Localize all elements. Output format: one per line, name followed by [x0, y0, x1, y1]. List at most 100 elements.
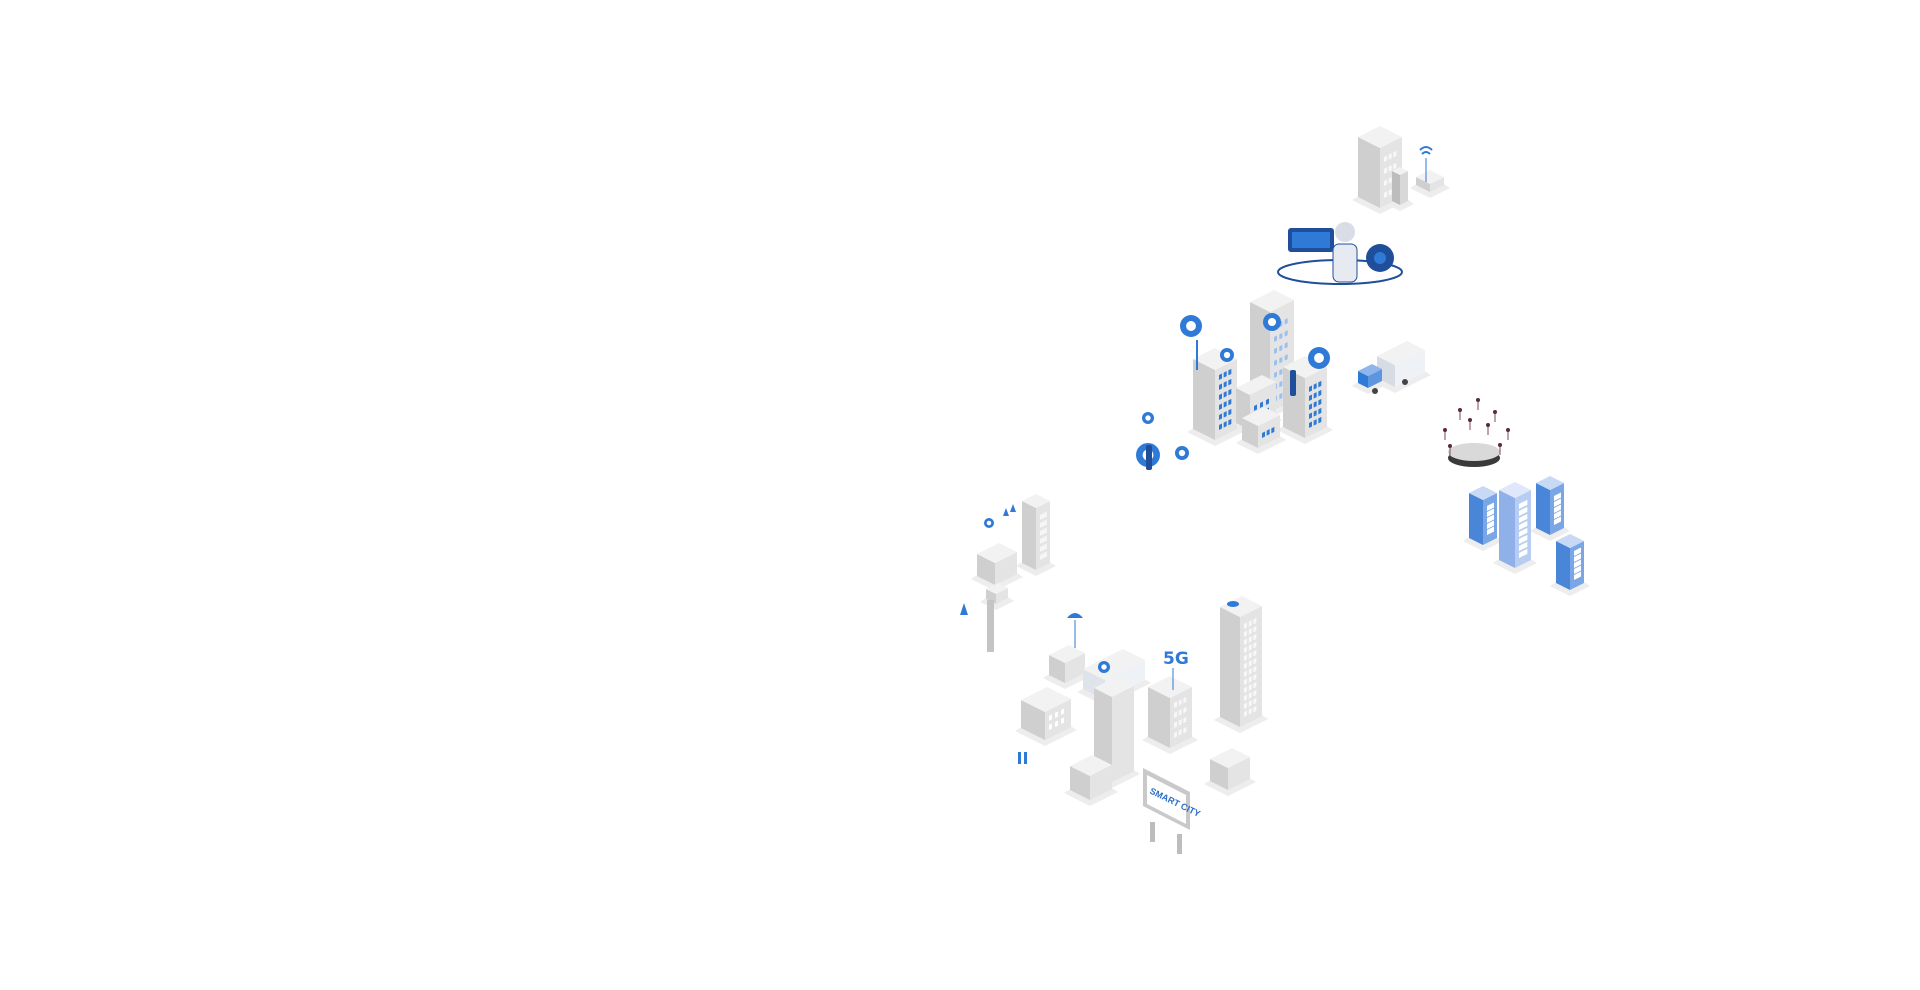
data-tower-window — [1524, 513, 1528, 521]
office-tower-window — [1284, 318, 1288, 325]
skyscraper-window — [1244, 638, 1247, 645]
server-rack — [1536, 476, 1564, 535]
skyscraper-window — [1253, 625, 1257, 633]
central-tower-right-face — [1215, 359, 1237, 440]
delivery-truck-roof — [1377, 341, 1425, 365]
glass-building-window — [1318, 398, 1322, 406]
office-block-window — [1260, 401, 1263, 408]
sensor-node-head — [1468, 418, 1472, 422]
arch-tower-roof — [1094, 677, 1134, 697]
skyscraper-window — [1248, 620, 1252, 627]
left-tower-window — [1044, 511, 1047, 518]
data-tower-window — [1524, 499, 1528, 507]
low-building-window — [1271, 426, 1275, 434]
left-tower-window — [1044, 527, 1047, 534]
rooftop-station — [1416, 170, 1444, 192]
glass-building-window — [1309, 421, 1312, 428]
office-tower-window — [1284, 354, 1288, 361]
robot-body — [1332, 243, 1358, 283]
office-block-window — [1254, 404, 1257, 411]
skyscraper-window — [1248, 668, 1252, 675]
server-rack-roof — [1536, 476, 1564, 490]
left-hub-building — [977, 543, 1017, 585]
left-tower-window — [1044, 543, 1047, 550]
library-building-window — [1049, 723, 1052, 730]
water-tank — [1392, 167, 1408, 205]
low-building-roof — [1242, 407, 1280, 426]
glass-building-window — [1313, 401, 1317, 408]
skyscraper-window — [1248, 644, 1252, 651]
sensor-node-head — [1448, 444, 1452, 448]
5g-label: 5G — [1163, 649, 1189, 669]
library-building — [1021, 687, 1071, 740]
skyscraper-window — [1248, 660, 1252, 667]
server-rack-window — [1578, 553, 1581, 560]
skyscraper-window — [1244, 622, 1247, 629]
data-tower-window — [1519, 509, 1522, 516]
apartment-building-window — [1388, 165, 1392, 172]
corner-house-right-face — [1090, 765, 1112, 800]
low-building-window — [1266, 429, 1270, 436]
sensor-node-head — [1458, 408, 1462, 412]
person-icon — [1018, 752, 1021, 764]
skyscraper-window — [1244, 694, 1247, 701]
data-tower-window — [1519, 544, 1522, 551]
skyscraper-window — [1248, 700, 1252, 707]
water-tank-right-face — [1400, 171, 1408, 205]
skyscraper-window — [1244, 654, 1247, 661]
apartment-building-window — [1384, 179, 1387, 186]
rooftop-station-right-face — [1430, 177, 1444, 192]
data-tower-window — [1521, 501, 1525, 508]
skyscraper-window — [1253, 673, 1257, 681]
robot-head — [1335, 222, 1355, 242]
office-tower-roof — [1250, 290, 1294, 312]
skyscraper-window — [1244, 630, 1247, 637]
library-building-window — [1061, 708, 1064, 715]
left-tower-window — [1044, 551, 1047, 558]
skyscraper-window — [1253, 657, 1257, 665]
5g-office-window — [1178, 699, 1182, 706]
library-building-window — [1055, 720, 1058, 727]
corner-house — [1070, 755, 1112, 800]
central-tower-window — [1228, 388, 1232, 396]
rooftop-station-roof — [1416, 170, 1444, 184]
central-tower-window — [1223, 421, 1227, 428]
apartment-building-window — [1384, 167, 1387, 174]
server-rack-left-face — [1469, 493, 1483, 545]
sensor-node-head — [1498, 443, 1502, 447]
data-tower-window — [1521, 543, 1525, 550]
arch-tower-right-face — [1112, 686, 1134, 782]
delivery-truck-right-face — [1395, 350, 1425, 387]
central-tower-window — [1219, 383, 1222, 390]
data-tower-window — [1524, 548, 1528, 556]
sensor-node-head — [1476, 398, 1480, 402]
left-tower — [1022, 494, 1050, 570]
central-tower-window — [1219, 413, 1222, 420]
office-tower-window — [1279, 344, 1283, 352]
server-rack-window — [1578, 565, 1581, 572]
central-tower-window — [1219, 393, 1222, 400]
server-rack-window — [1578, 571, 1581, 578]
data-tower-window — [1521, 522, 1525, 529]
rooftop-station-left-face — [1416, 177, 1430, 192]
skyscraper-window — [1253, 665, 1257, 673]
small-house-left-face — [1049, 655, 1065, 683]
water-tank-roof — [1392, 167, 1408, 175]
mail-pin-icon-center — [1267, 317, 1277, 327]
data-tower-window — [1524, 541, 1528, 549]
apartment-building-window — [1384, 191, 1387, 198]
skyscraper-window — [1244, 646, 1247, 653]
apartment-building-roof — [1358, 126, 1402, 148]
person-icon — [1146, 445, 1152, 470]
low-building-window — [1262, 431, 1265, 438]
server-rack-window — [1558, 510, 1561, 517]
central-tower-window — [1228, 398, 1232, 406]
satellite-dish-icon — [1227, 601, 1239, 607]
skyscraper-window — [1244, 678, 1247, 685]
left-tower-left-face — [1022, 501, 1036, 570]
central-tower — [1193, 348, 1237, 440]
server-rack-window — [1558, 504, 1561, 511]
glass-building-window — [1313, 383, 1317, 390]
skyscraper-window — [1253, 617, 1257, 625]
